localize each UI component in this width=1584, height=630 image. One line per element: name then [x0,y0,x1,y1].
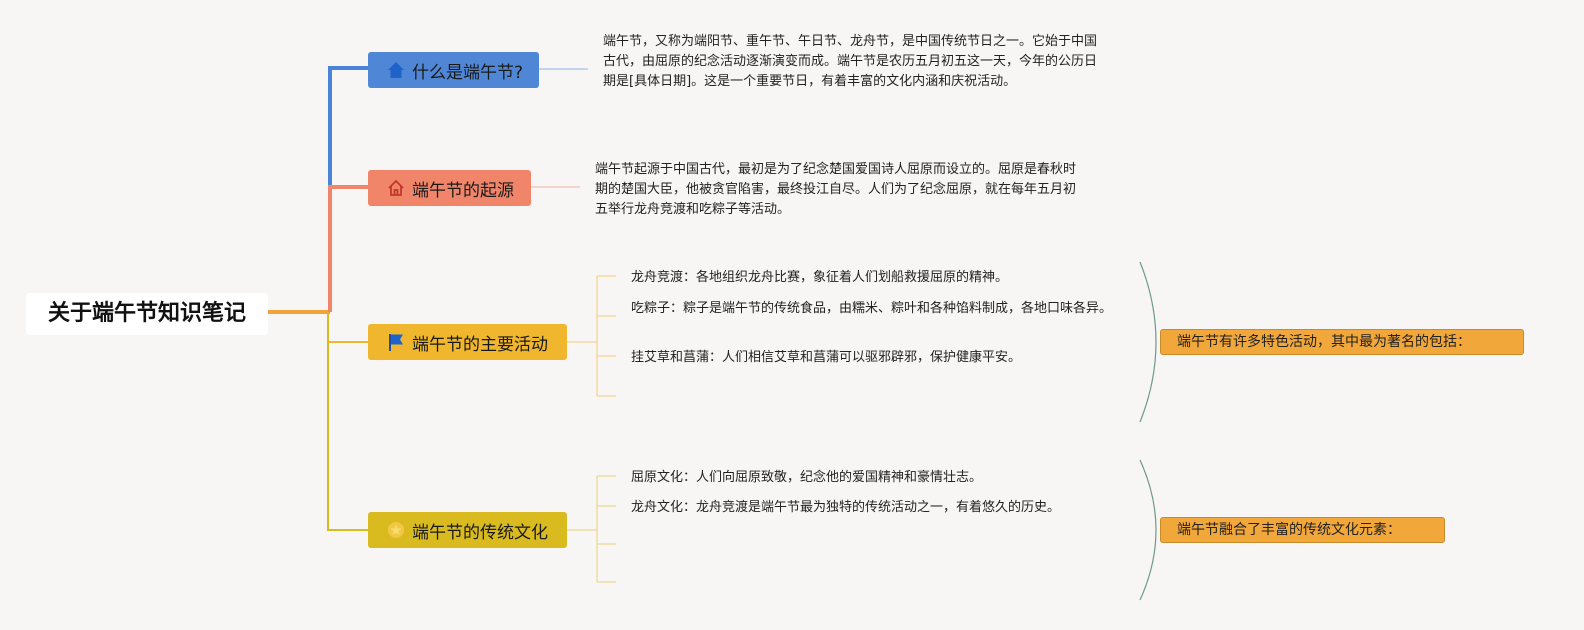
branch-label: 端午节的起源 [412,180,514,201]
star-icon [388,522,404,538]
flag-icon [389,334,403,351]
activities-leaf-connectors [567,275,616,397]
origin-description: 端午节起源于中国古代，最初是为了纪念楚国爱国诗人屈原而设立的。屈原是春秋时期的楚… [595,162,1077,217]
branch-main-activities[interactable]: 端午节的主要活动 [368,324,567,360]
branch-label: 端午节的主要活动 [412,334,548,355]
branch-label: 端午节的传统文化 [412,522,548,543]
connector-what [328,66,368,312]
branch-traditional-culture[interactable]: 端午节的传统文化 [368,512,567,548]
activity-dragon-boat: 龙舟竞渡：各地组织龙舟比赛，象征着人们划船救援屈原的精神。 [631,270,1009,285]
connector-activities [327,312,368,343]
culture-summary-brace [1139,459,1157,601]
culture-dragon-boat: 龙舟文化：龙舟竞渡是端午节最为独特的传统活动之一，有着悠久的历史。 [631,500,1061,515]
connector-culture [327,312,368,531]
branch-origin[interactable]: 端午节的起源 [368,170,531,206]
activities-summary-brace [1139,261,1157,423]
what-description: 端午节，又称为端阳节、重午节、午日节、龙舟节，是中国传统节日之一。它始于中国古代… [603,34,1098,89]
branch-what-is-duanwu[interactable]: 什么是端午节? [368,52,539,88]
culture-summary[interactable]: 端午节融合了丰富的传统文化元素： [1160,517,1445,543]
branch-label: 什么是端午节? [412,62,524,83]
home-outline-icon [388,179,404,196]
connector-origin [328,185,368,312]
house-icon [388,62,404,78]
root-topic[interactable]: 关于端午节知识笔记 [26,293,268,335]
activity-mugwort: 挂艾草和菖蒲：人们相信艾草和菖蒲可以驱邪辟邪，保护健康平安。 [631,350,1022,365]
activities-summary[interactable]: 端午节有许多特色活动，其中最为著名的包括： [1160,329,1524,355]
activity-zongzi: 吃粽子：粽子是端午节的传统食品，由糯米、粽叶和各种馅料制成，各地口味各异。 [631,301,1113,316]
culture-quyuan: 屈原文化：人们向屈原致敬，纪念他的爱国精神和豪情壮志。 [631,470,983,485]
culture-leaf-connectors [567,475,616,583]
